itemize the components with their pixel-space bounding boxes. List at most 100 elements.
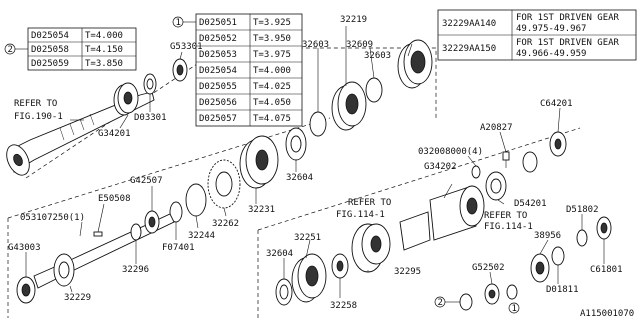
table-center-part-1: D025051 xyxy=(199,18,237,28)
middle-diagonal-outline xyxy=(7,117,331,219)
bearing-g43003 xyxy=(16,276,36,304)
table-right-part-1: 32229AA140 xyxy=(442,19,496,29)
bearing-32258 xyxy=(331,253,349,279)
marker-1-label: 1 xyxy=(176,18,181,28)
label-32609: 32609 xyxy=(346,40,373,50)
label-38956: 38956 xyxy=(534,231,561,241)
label-032008000: 032008000(4) xyxy=(418,147,483,157)
gear-assembly-32219 xyxy=(309,39,433,137)
table-right-part-2: 32229AA150 xyxy=(442,44,496,54)
label-32262: 32262 xyxy=(212,219,239,229)
bolt-a20827 xyxy=(502,151,510,168)
catalog-id: A115001070 xyxy=(580,309,634,319)
gear-32251 xyxy=(291,253,327,303)
table-center-part-5: D025055 xyxy=(199,82,237,92)
table-right-desc-2a: FOR 1ST DRIVEN GEAR xyxy=(516,38,620,48)
label-g43003: G43003 xyxy=(8,243,41,253)
table-center-part-3: D025053 xyxy=(199,50,237,60)
nut-c64201 xyxy=(549,131,567,157)
table-center-part-7: D025057 xyxy=(199,114,237,124)
key-e50508 xyxy=(93,231,103,237)
table-center-part-6: D025056 xyxy=(199,98,237,108)
table-center-part-2: D025052 xyxy=(199,34,237,44)
ref-fig114a-line1: REFER TO xyxy=(348,198,391,208)
leader-lines xyxy=(25,26,605,298)
label-32229: 32229 xyxy=(64,293,91,303)
snap-ring-32244 xyxy=(185,183,207,217)
label-c61801: C61801 xyxy=(590,265,623,275)
ring-32603-mid xyxy=(522,151,538,173)
ref-fig114b-line2: FIG.114-1 xyxy=(484,222,533,232)
label-d54201: D54201 xyxy=(514,199,547,209)
synchro-ring-32262 xyxy=(207,159,241,209)
marker-2-label: 2 xyxy=(8,45,13,55)
table-left-part-3: D025059 xyxy=(31,59,69,69)
label-32295: 32295 xyxy=(394,267,421,277)
label-32603-a: 32603 xyxy=(302,40,329,50)
table-left-thickness-3: T=3.850 xyxy=(85,59,123,69)
needle-bearing-g42507 xyxy=(144,210,160,234)
table-center-part-4: D025054 xyxy=(199,66,237,76)
washer-d01811 xyxy=(551,246,565,266)
label-053107250: 053107250(1) xyxy=(20,213,85,223)
nut-c61801 xyxy=(596,216,612,240)
label-g52502: G52502 xyxy=(472,263,505,273)
washer-32296 xyxy=(130,223,142,241)
table-left-part-2: D025058 xyxy=(31,45,69,55)
label-d01811: D01811 xyxy=(546,285,579,295)
lower-diagonal-outline xyxy=(257,127,581,231)
gear-32231 xyxy=(239,135,279,189)
ref-fig190-line1: REFER TO xyxy=(14,99,57,109)
table-center-thickness-3: T=3.975 xyxy=(253,50,291,60)
shim-table-left: D025054 T=4.000 D025058 T=4.150 D025059 … xyxy=(4,27,137,71)
ref-fig114b-line1: REFER TO xyxy=(484,211,527,221)
bearing-g34201 xyxy=(113,82,139,116)
gear-32295 xyxy=(351,223,391,273)
washer-d03301 xyxy=(143,73,157,95)
table-right-desc-2b: 49.966-49.959 xyxy=(516,49,586,59)
housing-g34202 xyxy=(399,185,485,251)
gear-table-right: 32229AA140 FOR 1ST DRIVEN GEAR 49.975-49… xyxy=(437,9,637,61)
table-left-thickness-1: T=4.000 xyxy=(85,31,123,41)
label-32258: 32258 xyxy=(330,301,357,311)
ref-fig190-line2: FIG.190-1 xyxy=(14,112,63,122)
label-32603-b: 32603 xyxy=(364,51,391,61)
table-center-thickness-5: T=4.025 xyxy=(253,82,291,92)
table-left-thickness-2: T=4.150 xyxy=(85,45,123,55)
label-d51802: D51802 xyxy=(566,205,599,215)
label-g42507: G42507 xyxy=(130,176,163,186)
label-32244: 32244 xyxy=(188,231,215,241)
label-d03301: D03301 xyxy=(134,113,167,123)
table-center-thickness-7: T=4.075 xyxy=(253,114,291,124)
label-e50508: E50508 xyxy=(98,194,131,204)
marker-1-lower-circle xyxy=(508,302,520,314)
label-a20827: A20827 xyxy=(480,123,513,133)
nut-g53301 xyxy=(172,58,188,82)
shim-marker-2 xyxy=(459,293,473,311)
washer-d54201 xyxy=(485,171,507,201)
table-left-part-1: D025054 xyxy=(31,31,69,41)
label-32219: 32219 xyxy=(340,15,367,25)
table-center-thickness-2: T=3.950 xyxy=(253,34,291,44)
table-center-thickness-4: T=4.000 xyxy=(253,66,291,76)
label-32604-upper: 32604 xyxy=(286,173,313,183)
label-32231: 32231 xyxy=(248,205,275,215)
marker-2-lower-label: 2 xyxy=(438,298,443,308)
label-g53301: G53301 xyxy=(170,42,203,52)
label-32296: 32296 xyxy=(122,265,149,275)
gear-32604-lower xyxy=(275,278,293,306)
shim-marker-1 xyxy=(506,284,518,300)
label-c64201: C64201 xyxy=(540,99,573,109)
washer-d51802 xyxy=(576,229,588,247)
table-center-thickness-6: T=4.050 xyxy=(253,98,291,108)
table-right-desc-1a: FOR 1ST DRIVEN GEAR xyxy=(516,13,620,23)
ref-fig114a-line2: FIG.114-1 xyxy=(336,210,385,220)
label-32604-lower: 32604 xyxy=(266,249,293,259)
washer-032008000 xyxy=(471,165,481,179)
label-32251: 32251 xyxy=(294,233,321,243)
label-g34202: G34202 xyxy=(424,162,457,172)
gear-32604-upper xyxy=(285,127,307,161)
label-g34201: G34201 xyxy=(98,129,131,139)
